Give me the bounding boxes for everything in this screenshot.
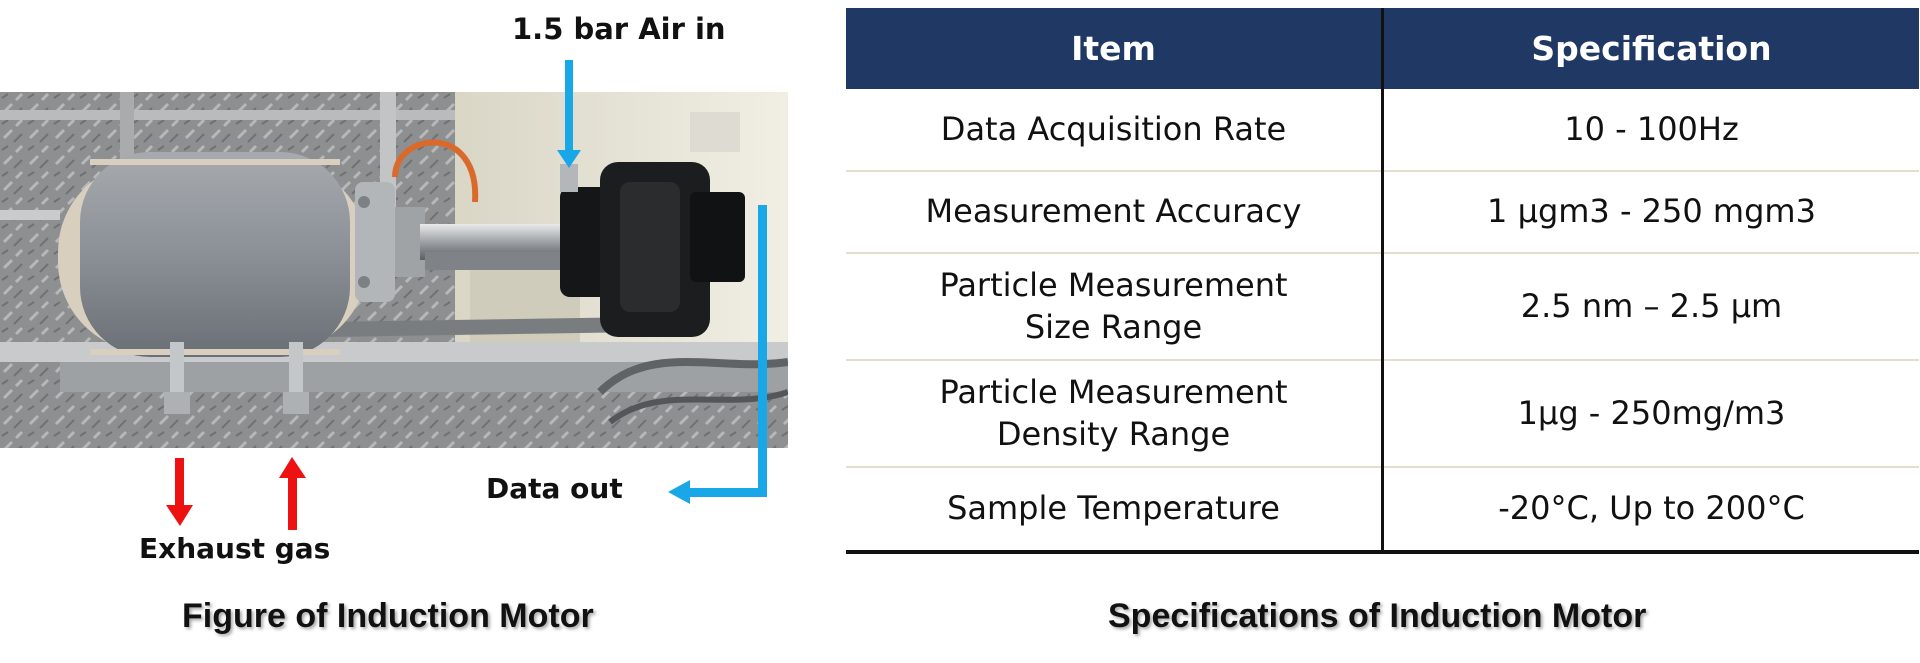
data-out-arrow <box>668 205 767 504</box>
table-row: Sample Temperature -20°C, Up to 200°C <box>846 467 1919 554</box>
specification-table: Item Specification Data Acquisition Rate… <box>846 8 1919 554</box>
spec-cell: -20°C, Up to 200°C <box>1382 467 1919 554</box>
annotation-arrows <box>166 60 767 530</box>
item-cell: Particle Measurement Size Range <box>846 253 1384 361</box>
figure-caption: Figure of Induction Motor <box>182 597 594 635</box>
header-specification: Specification <box>1382 8 1919 89</box>
header-item: Item <box>846 8 1384 89</box>
spec-cell: 1μg - 250mg/m3 <box>1382 360 1919 468</box>
table-row: Measurement Accuracy 1 μgm3 - 250 mgm3 <box>846 171 1919 254</box>
table-caption: Specifications of Induction Motor <box>1108 597 1647 635</box>
spec-cell: 2.5 nm – 2.5 μm <box>1382 253 1919 361</box>
table-row: Data Acquisition Rate 10 - 100Hz <box>846 89 1919 172</box>
air-in-label: 1.5 bar Air in <box>512 12 726 46</box>
table-row: Particle Measurement Size Range 2.5 nm –… <box>846 253 1919 361</box>
exhaust-out-arrow <box>166 458 193 526</box>
exhaust-gas-label: Exhaust gas <box>139 532 331 565</box>
spec-cell: 10 - 100Hz <box>1382 89 1919 172</box>
table-header-row: Item Specification <box>846 8 1919 89</box>
spec-cell: 1 μgm3 - 250 mgm3 <box>1382 171 1919 254</box>
item-cell: Data Acquisition Rate <box>846 89 1384 172</box>
table-row: Particle Measurement Density Range 1μg -… <box>846 360 1919 468</box>
exhaust-in-arrow <box>279 457 306 530</box>
item-cell: Sample Temperature <box>846 467 1384 554</box>
item-cell: Measurement Accuracy <box>846 171 1384 254</box>
data-out-label: Data out <box>486 472 623 505</box>
item-cell: Particle Measurement Density Range <box>846 360 1384 468</box>
air-in-arrow <box>557 60 581 168</box>
